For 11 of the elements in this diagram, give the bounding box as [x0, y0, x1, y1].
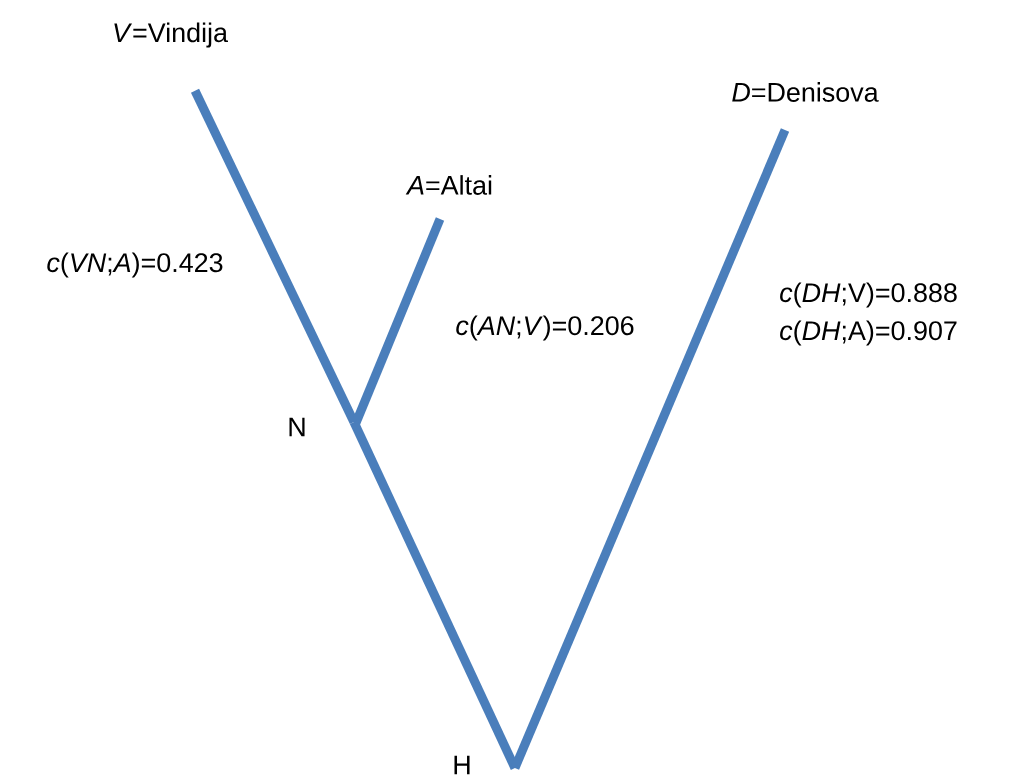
- branch-value: c(AN;V)=0.206: [456, 315, 634, 341]
- tree-branch: [351, 217, 445, 425]
- taxon-label: A=Altai: [405, 175, 492, 195]
- branch-value: c(VN;A)=0.423: [47, 252, 223, 278]
- branch-value: c(DH;A)=0.907: [780, 320, 957, 346]
- taxon-label: N: [289, 417, 305, 437]
- taxon-label: H: [454, 755, 470, 775]
- taxon-label: D=Denisova: [732, 82, 879, 102]
- tree-branch: [190, 88, 358, 424]
- branch-value: c(DH;V)=0.888: [780, 282, 957, 308]
- taxon-label: V=Vindija: [114, 22, 228, 48]
